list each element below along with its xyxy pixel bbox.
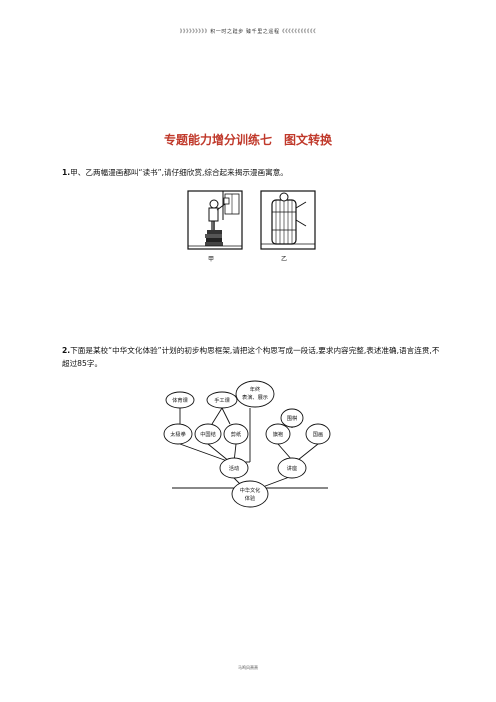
- page-title: 专题能力增分训练七 图文转换: [163, 133, 332, 147]
- question-2: 2.下面是某校“中华文化体验”计划的初步构思框架,请把这个构思写成一段话,要求内…: [62, 344, 442, 370]
- question-text: 下面是某校“中华文化体验”计划的初步构思框架,请把这个构思写成一段话,要求内容完…: [62, 346, 440, 368]
- label-weiqi: 围棋: [287, 414, 297, 422]
- node-tiyu: [165, 391, 195, 409]
- label-zhongguojie: 中国结: [200, 430, 216, 438]
- node-huodong: [219, 457, 249, 479]
- label-nianzhong-2: 表演、展示: [242, 393, 268, 401]
- node-jianzhi: [223, 423, 249, 445]
- concept-diagram: 体育课 手工课 年终 表演、展示 太极拳 中国结 剪纸 围棋 旗袍 国画 活动 …: [163, 380, 331, 508]
- node-zhongguojie: [194, 423, 222, 445]
- label-nianzhong-1: 年终: [250, 385, 261, 393]
- label-root-2: 体验: [245, 494, 256, 502]
- page-footer: 马鸣风萧萧: [238, 665, 258, 670]
- question-number: 2.: [62, 346, 71, 355]
- comic-left: [187, 190, 243, 250]
- node-jiangzuo: [277, 457, 307, 479]
- label-jiangzuo: 讲座: [287, 464, 297, 472]
- label-taiji: 太极拳: [170, 430, 186, 438]
- node-guohua: [305, 423, 331, 445]
- node-qipao: [265, 423, 291, 445]
- comic-right: [260, 190, 316, 250]
- question-text: 甲、乙两幅漫画都叫“读书”,请仔细欣赏,综合起来揭示漫画寓意。: [70, 168, 288, 177]
- node-weiqi: [280, 408, 304, 428]
- node-shougong: [206, 391, 238, 409]
- comic-right-caption: 乙: [281, 256, 288, 263]
- label-shougong: 手工课: [214, 396, 230, 404]
- question-1: 1.甲、乙两幅漫画都叫“读书”,请仔细欣赏,综合起来揭示漫画寓意。: [62, 166, 442, 179]
- node-nianzhong: [235, 380, 275, 408]
- page-header: 》》》》》》》》》积一时之跬步 臻千里之遥程《《《《《《《《《《《: [179, 29, 317, 35]
- label-qipao: 旗袍: [273, 430, 283, 438]
- label-tiyu: 体育课: [172, 396, 188, 404]
- label-root-1: 中华文化: [240, 486, 261, 494]
- label-jianzhi: 剪纸: [231, 430, 241, 438]
- node-taiji: [163, 423, 193, 445]
- label-guohua: 国画: [313, 431, 323, 438]
- label-huodong: 活动: [229, 464, 239, 472]
- node-root: [231, 480, 269, 508]
- comic-left-caption: 甲: [208, 256, 215, 263]
- question-number: 1.: [62, 168, 71, 177]
